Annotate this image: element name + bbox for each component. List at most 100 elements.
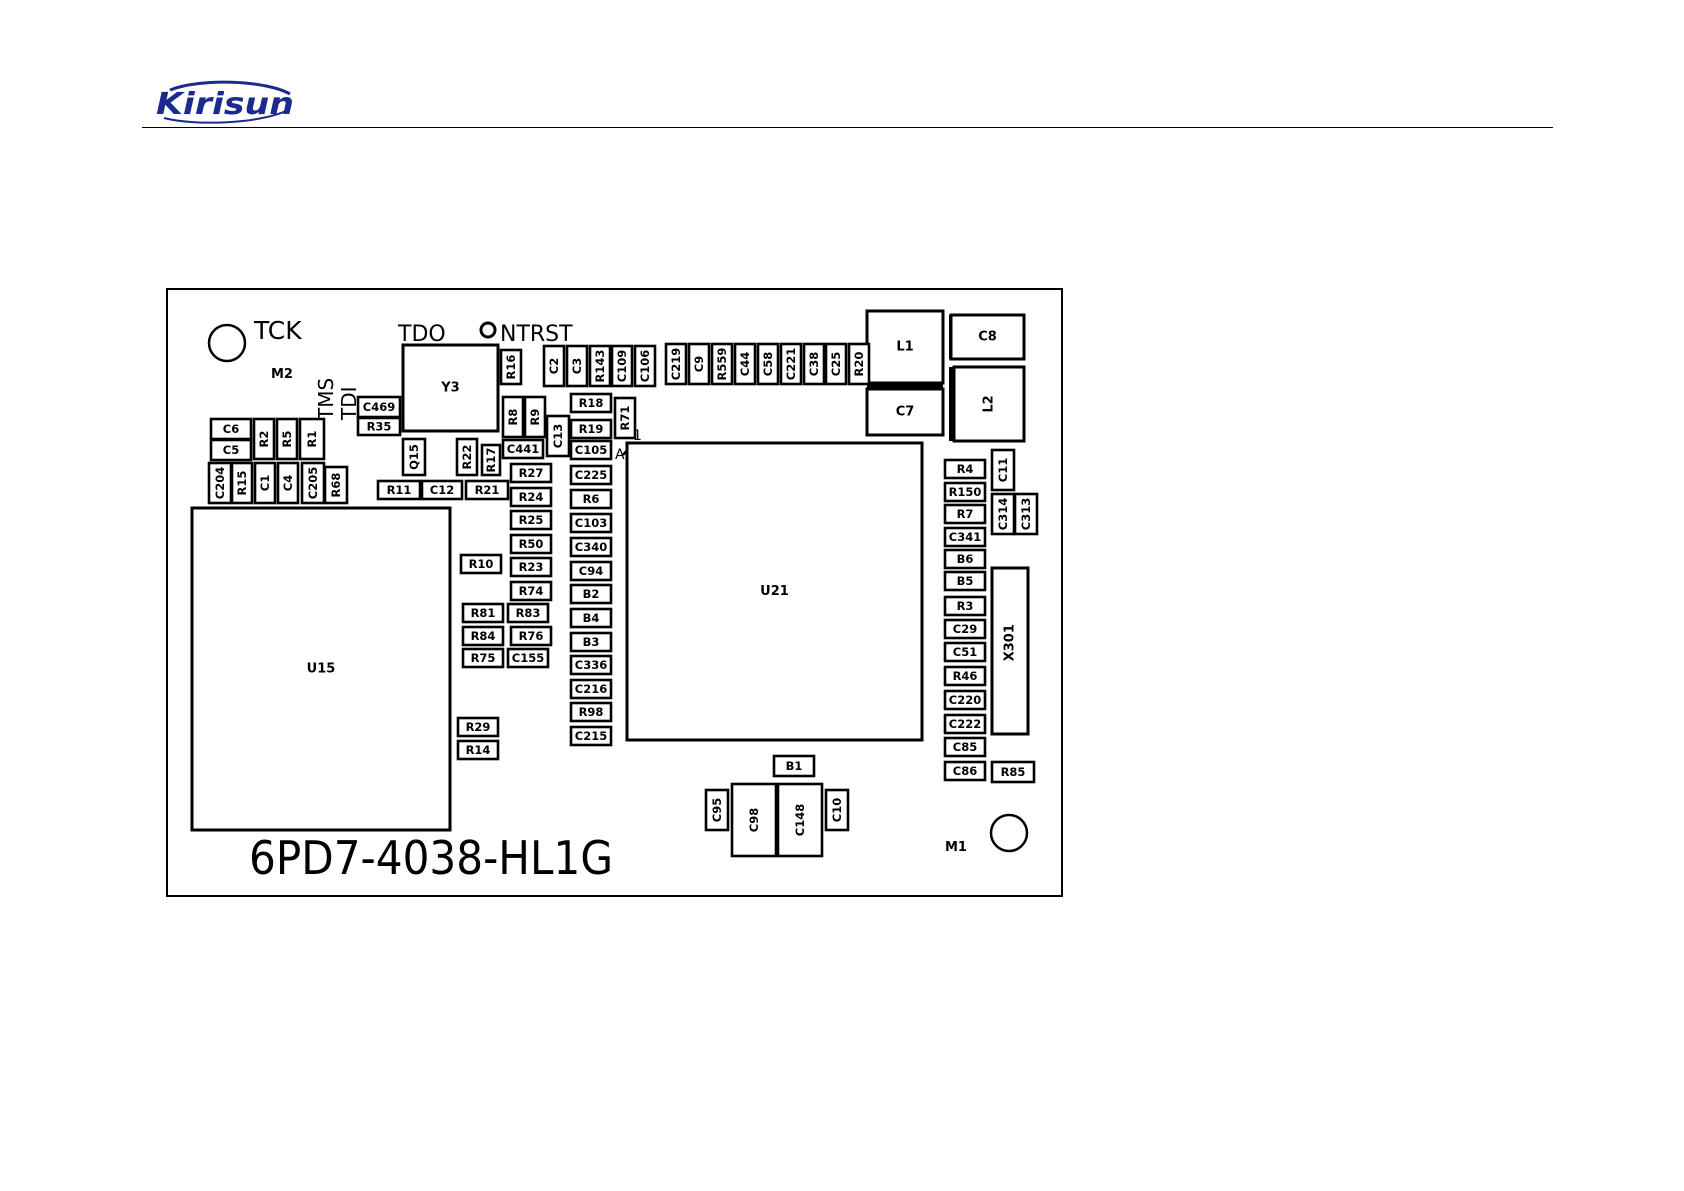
- svg-text:R68: R68: [329, 473, 343, 498]
- component-r2: R2: [252, 417, 276, 461]
- svg-text:C109: C109: [615, 350, 629, 382]
- component-c6: C6: [209, 417, 253, 441]
- component-r143: R143: [588, 344, 612, 388]
- part-l2: L2: [952, 365, 1026, 443]
- svg-text:C336: C336: [575, 658, 607, 672]
- component-c225: C225: [569, 464, 613, 486]
- component-r5: R5: [275, 417, 299, 461]
- svg-text:C225: C225: [575, 468, 607, 482]
- svg-text:R17: R17: [484, 448, 498, 473]
- svg-text:C5: C5: [223, 443, 239, 457]
- svg-text:R71: R71: [618, 406, 632, 431]
- svg-text:R1: R1: [305, 431, 319, 448]
- component-c11: C11: [990, 448, 1016, 492]
- svg-text:C8: C8: [978, 330, 997, 345]
- component-c5: C5: [209, 438, 253, 462]
- component-r84: R84: [461, 625, 505, 647]
- component-c155: C155: [506, 647, 550, 669]
- component-b3: B3: [569, 631, 613, 653]
- svg-text:C38: C38: [807, 352, 821, 376]
- component-c105: C105: [569, 439, 613, 461]
- svg-text:B5: B5: [957, 574, 974, 588]
- component-c219: C219: [664, 342, 688, 386]
- svg-text:X301: X301: [1003, 624, 1018, 661]
- component-r83: R83: [506, 602, 550, 624]
- component-r50: R50: [509, 533, 553, 555]
- component-r11: R11: [376, 479, 422, 501]
- label-tms: TMS: [314, 378, 338, 421]
- pin-marker-1: 1: [633, 428, 642, 444]
- svg-text:R11: R11: [387, 483, 412, 497]
- component-c336: C336: [569, 654, 613, 676]
- component-q15: Q15: [401, 437, 427, 477]
- component-r20: R20: [847, 342, 871, 386]
- svg-text:R25: R25: [519, 513, 544, 527]
- component-r150: R150: [943, 481, 987, 503]
- component-r29: R29: [456, 716, 500, 738]
- svg-text:C148: C148: [793, 804, 807, 836]
- component-r8: R8: [501, 395, 525, 439]
- label-ntrst: NTRST: [500, 322, 573, 347]
- component-r23: R23: [509, 556, 553, 578]
- component-r85: R85: [990, 760, 1036, 784]
- svg-text:C12: C12: [430, 483, 454, 497]
- svg-text:R9: R9: [528, 409, 542, 426]
- component-r76: R76: [509, 625, 553, 647]
- svg-text:L1: L1: [896, 340, 913, 355]
- svg-text:R20: R20: [852, 352, 866, 377]
- svg-text:C3: C3: [570, 358, 584, 374]
- component-c205: C205: [300, 461, 326, 505]
- component-r1: R1: [298, 417, 326, 461]
- component-r46: R46: [943, 665, 987, 687]
- board-part-number: 6PD7-4038-HL1G: [249, 831, 613, 885]
- svg-text:R98: R98: [579, 705, 604, 719]
- svg-text:C86: C86: [953, 764, 977, 778]
- svg-text:R29: R29: [466, 720, 491, 734]
- test-pad-ntrst: [479, 321, 497, 339]
- svg-text:C94: C94: [579, 564, 603, 578]
- svg-text:R85: R85: [1001, 765, 1026, 779]
- component-c222: C222: [943, 713, 987, 735]
- svg-text:C29: C29: [953, 622, 977, 636]
- mounting-hole-tck: [207, 323, 247, 363]
- component-c98: C98: [730, 782, 778, 858]
- svg-text:C340: C340: [575, 540, 607, 554]
- component-c221: C221: [779, 342, 803, 386]
- component-r17: R17: [480, 443, 502, 477]
- component-r22: R22: [455, 437, 479, 477]
- component-c340: C340: [569, 536, 613, 558]
- component-r10: R10: [459, 553, 503, 575]
- component-r74: R74: [509, 580, 553, 602]
- component-c216: C216: [569, 678, 613, 700]
- component-c51: C51: [943, 641, 987, 663]
- component-r27: R27: [509, 462, 553, 484]
- svg-text:R76: R76: [519, 629, 544, 643]
- svg-text:C205: C205: [306, 467, 320, 499]
- svg-text:R50: R50: [519, 537, 544, 551]
- kirisun-logo: Kirisun: [156, 80, 294, 124]
- svg-text:C469: C469: [363, 400, 395, 414]
- svg-text:R84: R84: [471, 629, 496, 643]
- component-c148: C148: [776, 782, 824, 858]
- component-r3: R3: [943, 595, 987, 617]
- component-c4: C4: [276, 461, 300, 505]
- component-c12: C12: [420, 479, 464, 501]
- component-c85: C85: [943, 736, 987, 758]
- component-c3: C3: [565, 344, 589, 388]
- component-b5: B5: [943, 570, 987, 592]
- component-r9: R9: [523, 395, 547, 439]
- svg-text:C51: C51: [953, 645, 977, 659]
- svg-text:R19: R19: [579, 422, 604, 436]
- component-c44: C44: [733, 342, 757, 386]
- svg-text:C216: C216: [575, 682, 607, 696]
- part-c7: C7: [865, 387, 945, 437]
- svg-text:C9: C9: [692, 356, 706, 372]
- component-r81: R81: [461, 602, 505, 624]
- component-c29: C29: [943, 618, 987, 640]
- svg-text:B6: B6: [957, 552, 974, 566]
- component-r35: R35: [356, 416, 402, 437]
- svg-text:B1: B1: [786, 759, 803, 773]
- svg-text:R150: R150: [949, 485, 982, 499]
- svg-text:R74: R74: [519, 584, 544, 598]
- component-c10: C10: [824, 788, 850, 832]
